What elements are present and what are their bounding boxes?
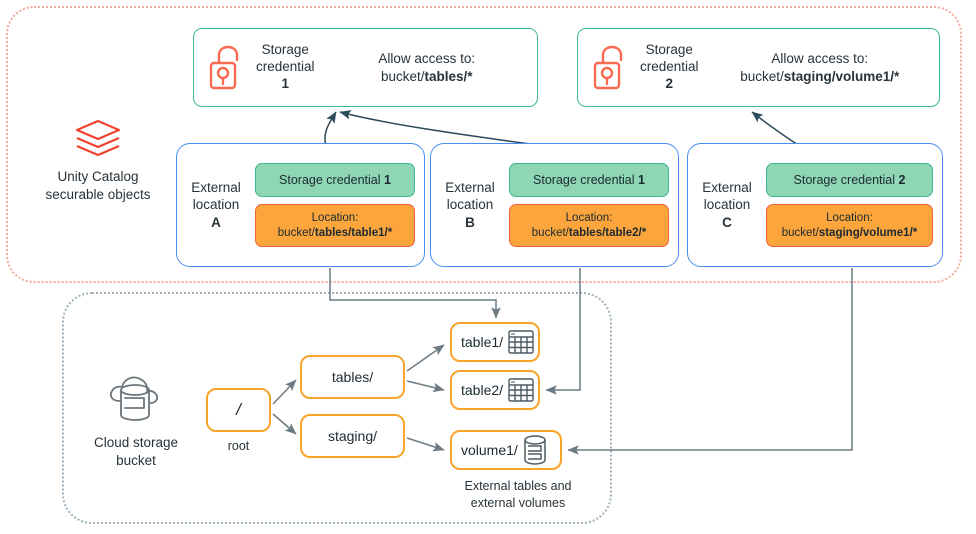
tree-node-staging[interactable]: staging/ — [300, 414, 405, 458]
external-location-name-c: External location C — [688, 179, 766, 232]
databricks-layers-icon — [14, 118, 182, 160]
credential-title-2: Storage credential 2 — [640, 42, 699, 93]
unity-catalog-label: Unity Catalog securable objects — [14, 118, 182, 204]
credential-allow-label: Allow access to: — [378, 50, 476, 66]
cloud-storage-label-line1: Cloud storage — [93, 435, 179, 450]
location-chip-path: bucket/tables/table2/* — [513, 226, 665, 241]
tree-node-root-caption: root — [227, 439, 250, 453]
external-location-line2: location — [192, 197, 240, 213]
cloud-storage-label: Cloud storage bucket — [66, 370, 206, 470]
tree-node-table1[interactable]: table1/ — [450, 322, 540, 362]
tree-node-root[interactable]: / — [206, 388, 271, 432]
storage-credential-card-1[interactable]: Storage credential 1 Allow access to: bu… — [193, 28, 538, 107]
location-path-bold: staging/volume1/* — [818, 226, 918, 239]
location-chip: Location: bucket/tables/table1/* — [255, 203, 415, 248]
location-path-prefix: bucket/ — [531, 226, 569, 239]
external-location-details-a: Storage credential 1 Location: bucket/ta… — [255, 155, 424, 256]
external-location-line2: location — [446, 197, 494, 213]
credential-path-bold: tables/* — [424, 68, 473, 84]
credential-title-line2: credential — [256, 59, 315, 75]
location-chip-label: Location: — [826, 211, 873, 224]
external-location-letter: C — [722, 214, 732, 230]
tree-node-volume1-label: volume1/ — [461, 442, 518, 458]
external-location-details-b: Storage credential 1 Location: bucket/ta… — [509, 155, 678, 256]
external-location-letter: B — [465, 214, 475, 230]
table-grid-icon — [507, 329, 535, 355]
credential-number: 1 — [281, 75, 290, 91]
location-chip-label: Location: — [565, 211, 613, 224]
tree-node-tables-label: tables/ — [331, 369, 374, 385]
location-path-bold: tables/table1/* — [314, 226, 393, 239]
cloud-storage-label-line2: bucket — [116, 453, 156, 469]
external-location-line1: External — [191, 179, 241, 195]
credential-allow-2: Allow access to: bucket/staging/volume1/… — [715, 50, 925, 85]
location-chip: Location: bucket/tables/table2/* — [509, 203, 669, 248]
tree-node-root-label: / — [236, 400, 241, 419]
storage-credential-card-2[interactable]: Storage credential 2 Allow access to: bu… — [577, 28, 940, 107]
credential-allow-path: bucket/tables/* — [331, 68, 523, 86]
credential-allow-1: Allow access to: bucket/tables/* — [331, 50, 523, 85]
location-chip-path: bucket/staging/volume1/* — [770, 226, 929, 241]
external-location-letter: A — [211, 214, 221, 230]
database-cylinder-icon — [522, 434, 548, 466]
tree-node-tables[interactable]: tables/ — [300, 355, 405, 399]
location-path-prefix: bucket/ — [277, 226, 315, 239]
credential-path-prefix: bucket/ — [740, 68, 784, 84]
credential-title-line2: credential — [640, 59, 699, 75]
external-location-card-a[interactable]: External location A Storage credential 1… — [176, 143, 425, 267]
open-padlock-icon — [208, 45, 244, 91]
credential-allow-label: Allow access to: — [771, 50, 869, 66]
credential-chip-label: Storage credential — [793, 172, 899, 187]
external-objects-caption-line1: External tables and — [464, 479, 572, 493]
credential-allow-path: bucket/staging/volume1/* — [715, 68, 925, 86]
external-location-line1: External — [445, 179, 495, 195]
credential-title-1: Storage credential 1 — [256, 42, 315, 93]
tree-node-staging-label: staging/ — [327, 428, 378, 444]
location-chip-path: bucket/tables/table1/* — [259, 226, 411, 241]
tree-node-volume1[interactable]: volume1/ — [450, 430, 562, 470]
external-location-line2: location — [703, 197, 751, 213]
tree-node-table1-label: table1/ — [461, 334, 504, 350]
credential-title-line1: Storage — [261, 42, 309, 58]
location-path-bold: tables/table2/* — [568, 226, 647, 239]
external-location-name-b: External location B — [431, 179, 509, 232]
credential-chip-number: 1 — [383, 172, 391, 187]
credential-path-bold: staging/volume1/* — [783, 68, 900, 84]
external-location-line1: External — [702, 179, 752, 195]
credential-chip: Storage credential 2 — [766, 162, 933, 197]
tree-node-table2-label: table2/ — [461, 382, 504, 398]
location-path-prefix: bucket/ — [781, 226, 819, 239]
open-padlock-icon — [592, 45, 628, 91]
table-grid-icon — [507, 377, 535, 403]
credential-chip: Storage credential 1 — [255, 162, 415, 197]
tree-node-table2[interactable]: table2/ — [450, 370, 540, 410]
external-location-details-c: Storage credential 2 Location: bucket/st… — [766, 155, 942, 256]
credential-path-prefix: bucket/ — [380, 68, 425, 84]
external-location-name-a: External location A — [177, 179, 255, 232]
location-chip-label: Location: — [311, 211, 359, 224]
external-objects-caption: External tables and external volumes — [418, 478, 618, 512]
unity-catalog-label-line2: securable objects — [45, 187, 151, 203]
credential-chip-number: 2 — [898, 172, 906, 187]
credential-chip: Storage credential 1 — [509, 162, 669, 197]
credential-chip-number: 1 — [637, 172, 645, 187]
credential-chip-label: Storage credential — [279, 172, 384, 187]
credential-title-line1: Storage — [645, 42, 693, 58]
cloud-database-icon — [66, 370, 206, 426]
external-objects-caption-line2: external volumes — [470, 495, 566, 510]
credential-number: 2 — [665, 75, 674, 91]
external-location-card-b[interactable]: External location B Storage credential 1… — [430, 143, 679, 267]
unity-catalog-label-line1: Unity Catalog — [57, 169, 139, 184]
credential-chip-label: Storage credential — [533, 172, 638, 187]
external-location-card-c[interactable]: External location C Storage credential 2… — [687, 143, 943, 267]
location-chip: Location: bucket/staging/volume1/* — [766, 203, 933, 248]
